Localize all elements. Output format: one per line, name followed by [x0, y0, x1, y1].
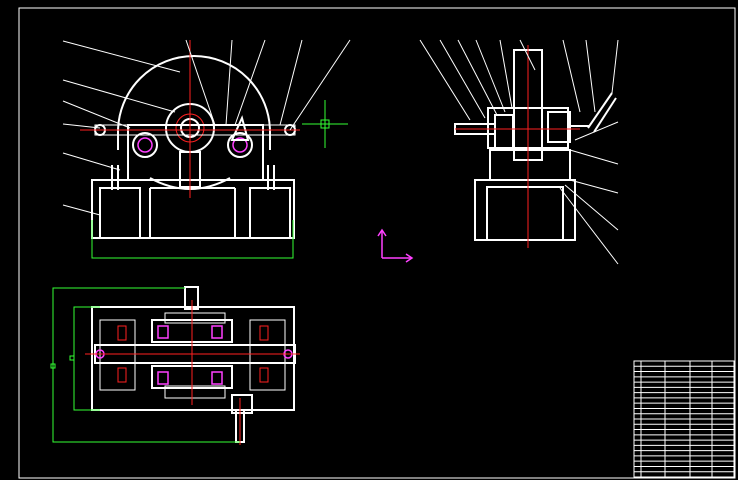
top-view: [50, 286, 300, 445]
side-base: [474, 179, 576, 241]
front-base: [91, 179, 295, 239]
top-housing: [91, 306, 295, 411]
title-block: [633, 360, 735, 478]
ucs-icon: [377, 228, 414, 263]
front-view: [62, 39, 351, 259]
side-view: [419, 39, 619, 265]
drawing-border: [18, 7, 736, 479]
side-handle: [587, 92, 613, 129]
right-bearing: [227, 132, 253, 158]
crosshair-cursor: [302, 100, 348, 148]
left-bearing: [132, 132, 158, 158]
